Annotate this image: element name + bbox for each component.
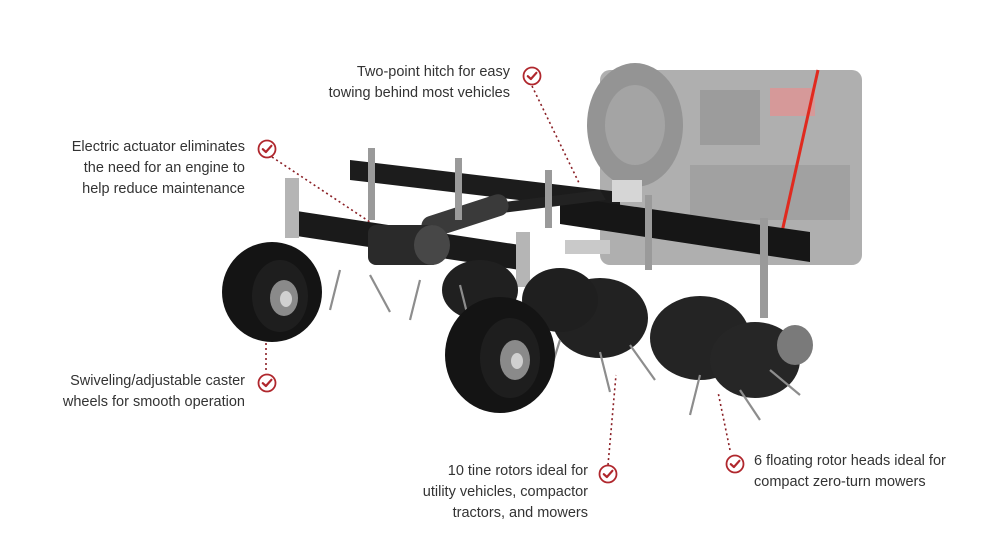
callout-tines-line-3: tractors, and mowers: [452, 505, 588, 521]
callout-rotors-line-2: compact zero-turn mowers: [754, 474, 926, 490]
callout-casters-line-2: wheels for smooth operation: [62, 394, 245, 410]
red-flag-pole: [780, 69, 820, 233]
tines: [328, 269, 801, 421]
callout-hitch-line-1: Two-point hitch for easy: [356, 64, 510, 80]
aerator-frame: [285, 148, 810, 318]
callout-actuator-line-1: Electric actuator eliminates: [71, 139, 245, 155]
callout-rotors: 6 floating rotor heads ideal for compact…: [754, 451, 946, 493]
leader-line-hitch: [531, 85, 581, 186]
check-circle-icon: [257, 139, 277, 159]
callout-hitch: Two-point hitch for easy towing behind m…: [329, 62, 510, 104]
leader-line-rotors: [717, 391, 731, 451]
check-circle-icon: [257, 373, 277, 393]
leader-lines: [265, 85, 731, 466]
caster-wheels: [222, 242, 555, 413]
callout-casters-line-1: Swiveling/adjustable caster: [70, 373, 245, 389]
callout-tines-line-2: utility vehicles, compactor: [422, 484, 588, 500]
callout-actuator-line-3: help reduce maintenance: [82, 181, 245, 197]
callout-tines: 10 tine rotors ideal for utility vehicle…: [423, 461, 588, 524]
callout-casters: Swiveling/adjustable caster wheels for s…: [63, 371, 245, 413]
callout-hitch-line-2: towing behind most vehicles: [328, 85, 510, 101]
callout-actuator-line-2: the need for an engine to: [83, 160, 245, 176]
caster-wheel-left: [222, 242, 322, 342]
callout-tines-line-1: 10 tine rotors ideal for: [447, 463, 588, 479]
leader-line-tines: [607, 374, 617, 466]
callout-actuator: Electric actuator eliminates the need fo…: [72, 137, 245, 200]
callout-rotors-line-1: 6 floating rotor heads ideal for: [754, 453, 946, 469]
check-circle-icon: [522, 66, 542, 86]
check-circle-icon: [598, 464, 618, 484]
caster-wheel-right: [445, 297, 555, 413]
check-circle-icon: [725, 454, 745, 474]
